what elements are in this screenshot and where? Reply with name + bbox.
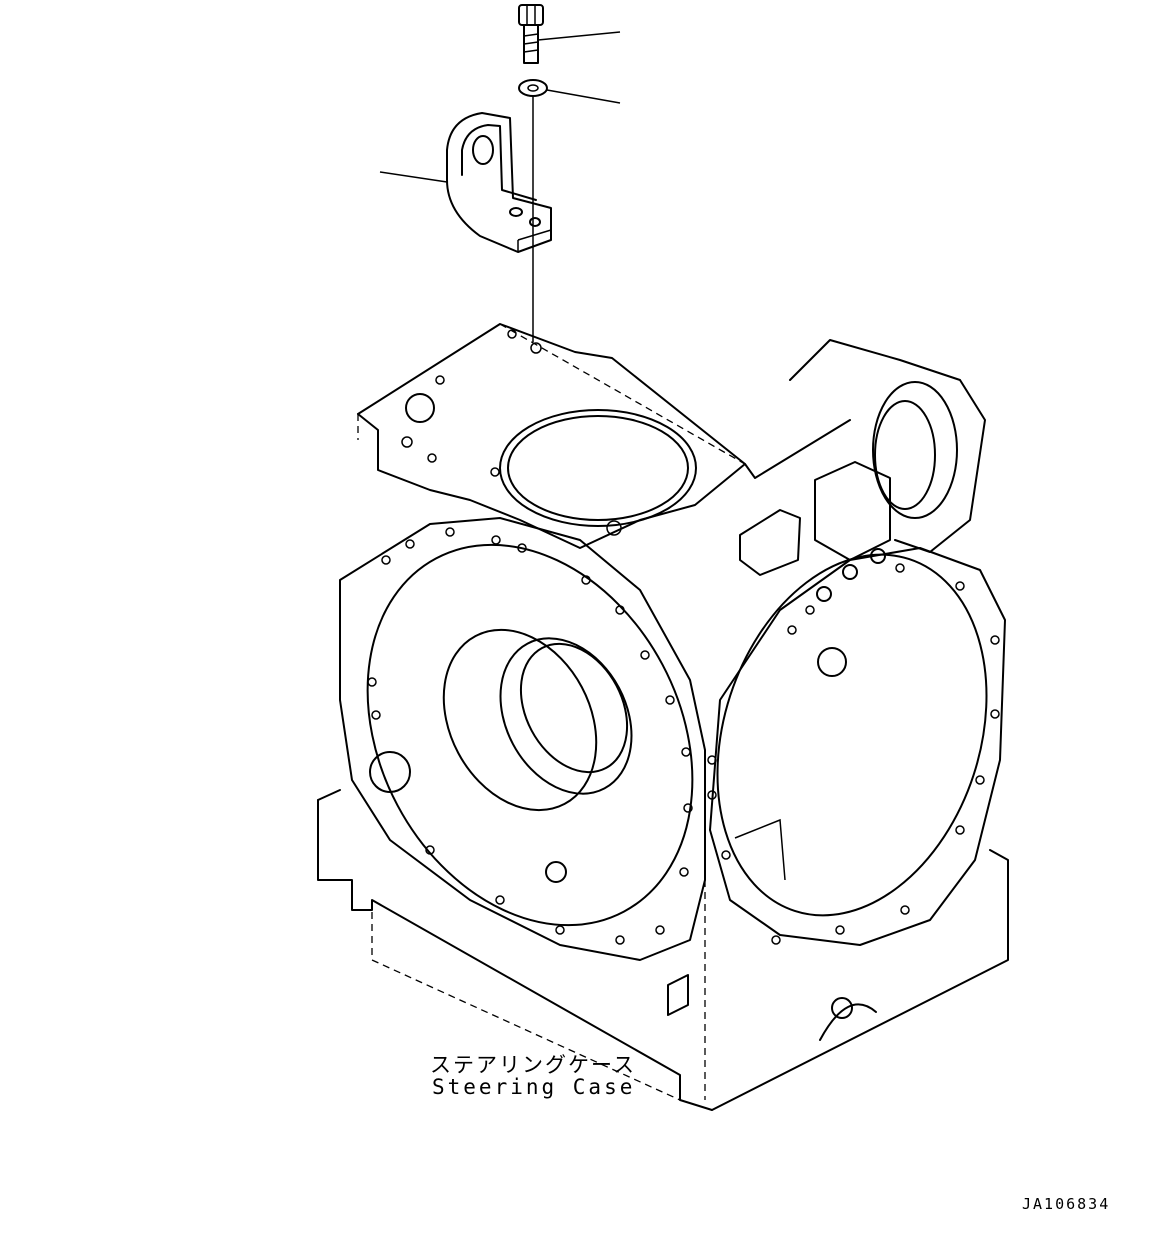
leader-lines bbox=[379, 31, 621, 183]
drawing-code: JA106834 bbox=[1022, 1195, 1111, 1213]
steering-case bbox=[317, 323, 1009, 1111]
part-label-japanese: ステアリングケース bbox=[430, 1053, 636, 1077]
washer bbox=[518, 79, 548, 97]
right-flange-bolt-holes bbox=[707, 563, 1000, 945]
bolt bbox=[518, 4, 544, 64]
bracket bbox=[446, 112, 552, 253]
left-flange-bolt-holes bbox=[367, 527, 693, 945]
part-label-english: Steering Case bbox=[432, 1075, 636, 1099]
